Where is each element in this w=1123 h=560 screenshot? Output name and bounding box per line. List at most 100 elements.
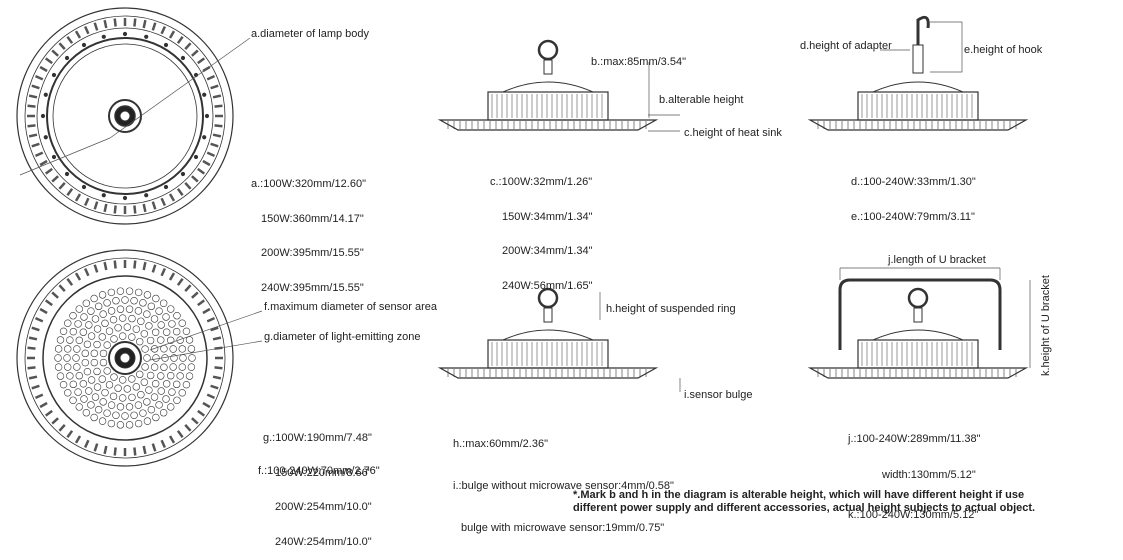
led	[134, 307, 143, 315]
led	[151, 328, 160, 336]
led	[103, 367, 111, 375]
led	[125, 305, 134, 313]
led	[116, 403, 125, 411]
spec-g: g.:100W:190mm/7.48" 150W:220mm/8.66" 200…	[263, 410, 372, 560]
led	[85, 321, 93, 329]
led	[75, 403, 83, 411]
screw	[101, 193, 106, 198]
led	[112, 411, 120, 419]
rim-ring	[24, 15, 226, 217]
led	[130, 411, 138, 419]
led	[93, 325, 102, 333]
fin	[191, 291, 199, 299]
led	[90, 358, 99, 367]
led	[160, 363, 168, 371]
fin	[160, 25, 167, 35]
led	[80, 395, 88, 403]
fin	[51, 175, 59, 183]
led	[103, 341, 111, 349]
led	[167, 403, 175, 411]
led	[150, 315, 159, 323]
led	[112, 297, 120, 305]
led	[128, 314, 136, 323]
led	[162, 380, 171, 388]
spec-c-line: 150W:34mm/1.34"	[502, 210, 593, 223]
spec-a-line: a.:100W:320mm/12.60"	[251, 178, 366, 190]
spec-g-line: 150W:220mm/8.66"	[275, 466, 372, 479]
led	[75, 372, 84, 380]
led	[99, 398, 107, 406]
led	[82, 299, 91, 307]
label-k-height: k.height of U bracket	[1040, 275, 1052, 376]
led	[98, 375, 106, 383]
fin	[28, 94, 38, 99]
screw	[144, 34, 149, 39]
led	[59, 380, 68, 389]
led	[101, 388, 109, 397]
spec-a-line: 150W:360mm/14.17"	[261, 212, 364, 225]
led	[74, 320, 82, 328]
spec-g-line: g.:100W:190mm/7.48"	[263, 432, 372, 444]
screw	[144, 193, 149, 198]
screw	[163, 42, 169, 48]
led	[66, 372, 74, 380]
led	[91, 393, 100, 401]
led	[118, 314, 127, 322]
label-d-adapter: d.height of adapter	[800, 40, 892, 52]
body-ring	[46, 37, 204, 195]
fin	[168, 30, 176, 39]
led	[110, 335, 118, 343]
led	[150, 345, 159, 353]
led	[128, 375, 136, 383]
led	[150, 363, 159, 371]
led	[79, 380, 88, 388]
driver-body	[487, 339, 609, 369]
led	[94, 405, 103, 414]
led	[56, 372, 65, 380]
fin	[93, 22, 99, 31]
fin	[212, 336, 222, 341]
led	[98, 333, 106, 341]
fin	[214, 366, 223, 370]
ring-stem	[913, 307, 923, 323]
led	[105, 381, 114, 389]
led	[132, 325, 141, 333]
fin	[103, 445, 108, 455]
fin	[151, 264, 157, 273]
led	[90, 294, 98, 303]
led	[107, 419, 116, 428]
fin	[93, 443, 99, 452]
led	[166, 336, 175, 344]
heat-sink	[807, 367, 1029, 379]
fin	[160, 439, 167, 449]
led	[123, 323, 132, 331]
spec-i-line: i.:bulge without microwave sensor:4mm/0.…	[453, 480, 674, 492]
fin	[66, 430, 74, 439]
fin	[27, 104, 36, 108]
led	[139, 409, 147, 417]
led	[116, 421, 125, 429]
screw	[64, 55, 70, 61]
fin	[191, 417, 199, 425]
led	[85, 387, 93, 395]
fin	[202, 159, 211, 167]
heat-sink	[437, 367, 659, 379]
led	[134, 288, 143, 297]
led	[145, 322, 153, 330]
rim-ring	[24, 257, 226, 459]
led	[80, 313, 88, 321]
led	[168, 388, 176, 396]
fin	[197, 409, 206, 417]
fin	[197, 299, 206, 307]
fin	[133, 205, 137, 214]
led	[143, 291, 152, 299]
led	[157, 387, 165, 395]
led	[73, 345, 81, 353]
fin	[142, 445, 147, 455]
driver-body	[487, 91, 609, 121]
fin	[58, 284, 66, 292]
spec-f: f.:100-240W:70mm/2.76"	[258, 465, 380, 477]
suspended-ring	[537, 287, 559, 309]
label-b-max: b.:max:85mm/3.54"	[591, 56, 686, 68]
led	[56, 336, 65, 344]
